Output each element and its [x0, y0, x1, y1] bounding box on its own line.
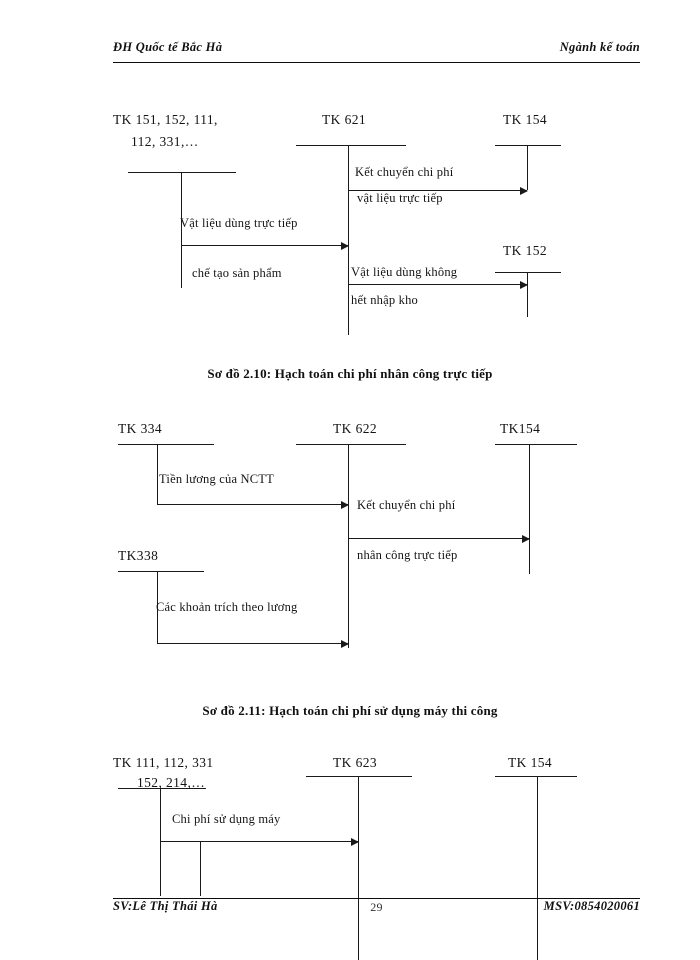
arrow-338-to-622: [157, 639, 349, 648]
header-department: Ngành kế toán: [559, 40, 640, 54]
note-ket-chuyen-chi-phi: Kết chuyển chi phí: [355, 165, 454, 179]
t-bar-tk-152: [495, 272, 561, 273]
t-stem-tk-154: [527, 145, 528, 190]
caption-so-do-2-10: Sơ đồ 2.10: Hạch toán chi phí nhân công …: [207, 366, 493, 381]
header-university: ĐH Quốc tế Bắc Hà: [113, 40, 223, 54]
acct-label-tk-621: TK 621: [322, 112, 367, 127]
acct-label-tk-111-112-331: TK 111, 112, 331: [113, 755, 214, 770]
acct-label-tk-154: TK154: [500, 421, 541, 436]
t-stem-tk-154: [537, 776, 538, 960]
acct-label-tk-152-214: 152, 214,…: [137, 775, 206, 790]
note-vat-lieu-dung-truc-tiep: Vật liệu dùng trực tiếp: [180, 216, 298, 230]
arrow-621-to-152: [348, 280, 528, 289]
t-stem-tk-622: [348, 444, 349, 648]
t-bar-tk-338: [118, 571, 204, 572]
arrow-622-to-154: [348, 534, 530, 543]
arrow-334-to-622: [157, 500, 349, 509]
acct-label-tk-112-331: 112, 331,…: [131, 134, 199, 149]
arrow-111-to-623: [160, 837, 359, 846]
note-ket-chuyen-chi-phi: Kết chuyển chi phí: [357, 498, 456, 512]
footer-page-number: 29: [370, 900, 383, 914]
t-stem-tk-154: [529, 444, 530, 574]
t-bar-tk-111: [118, 788, 206, 789]
caption-so-do-2-11: Sơ đồ 2.11: Hạch toán chi phí sử dụng má…: [202, 703, 498, 718]
note-tien-luong-cua-nctt: Tiền lương của NCTT: [159, 472, 274, 486]
note-vat-lieu-truc-tiep: vật liệu trực tiếp: [357, 191, 443, 205]
note-chi-phi-su-dung-may: Chi phí sử dụng máy: [172, 812, 281, 826]
t-bar-tk-151: [128, 172, 236, 173]
t-stem-tk-151: [181, 172, 182, 288]
t-stem-tk-111-second: [200, 841, 201, 896]
t-stem-tk-152: [527, 272, 528, 317]
arrow-621-to-154: [348, 186, 528, 195]
note-che-tao-san-pham: chế tạo sản phẩm: [192, 266, 282, 280]
t-stem-tk-334: [157, 444, 158, 504]
t-stem-tk-111: [160, 788, 161, 896]
t-stem-tk-621: [348, 145, 349, 335]
t-bar-tk-154: [495, 776, 577, 777]
acct-label-tk-338: TK338: [118, 548, 159, 563]
note-cac-khoan-trich-theo-luong: Các khoản trích theo lương: [156, 600, 298, 614]
t-bar-tk-154: [495, 444, 577, 445]
acct-label-tk-154: TK 154: [508, 755, 553, 770]
t-bar-tk-622: [296, 444, 406, 445]
t-bar-tk-334: [118, 444, 214, 445]
footer-student-id: MSV:0854020061: [543, 899, 640, 913]
acct-label-tk-622: TK 622: [333, 421, 378, 436]
acct-label-tk-334: TK 334: [118, 421, 163, 436]
t-stem-tk-623: [358, 776, 359, 960]
note-vat-lieu-dung-khong: Vật liệu dùng không: [351, 265, 458, 279]
t-stem-tk-338: [157, 571, 158, 643]
acct-label-tk-623: TK 623: [333, 755, 378, 770]
acct-label-tk-152: TK 152: [503, 243, 548, 258]
acct-label-tk-154: TK 154: [503, 112, 548, 127]
running-footer: SV:Lê Thị Thái Hà 29 MSV:0854020061: [113, 898, 640, 923]
note-het-nhap-kho: hết nhập kho: [351, 293, 418, 307]
running-header: ĐH Quốc tế Bắc Hà Ngành kế toán: [113, 40, 640, 63]
acct-label-tk-151-152-111: TK 151, 152, 111,: [113, 112, 218, 127]
t-bar-tk-623: [306, 776, 412, 777]
t-bar-tk-154: [495, 145, 561, 146]
note-nhan-cong-truc-tiep: nhân công trực tiếp: [357, 548, 458, 562]
arrow-151-to-621: [181, 241, 349, 250]
footer-student-name: SV:Lê Thị Thái Hà: [113, 899, 218, 913]
t-bar-tk-621: [296, 145, 406, 146]
